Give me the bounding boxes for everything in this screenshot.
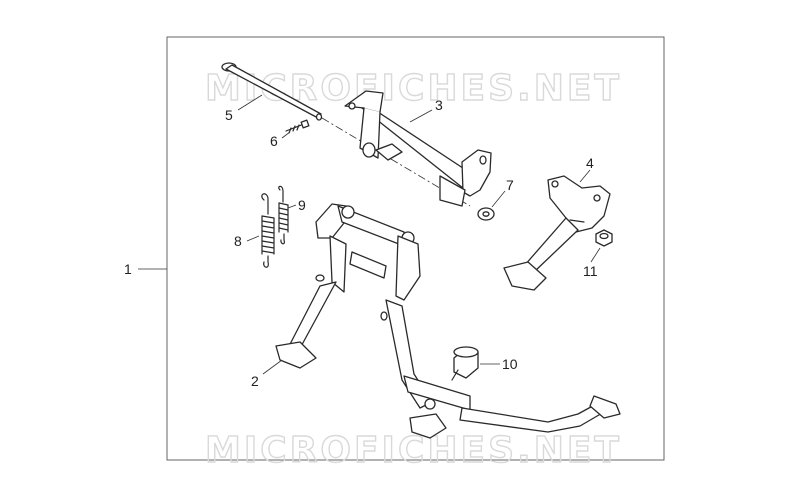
part-pivot-pin [221, 62, 323, 121]
callout-5: 5 [225, 107, 233, 123]
callout-11: 11 [583, 263, 598, 279]
part-mounting-bracket [344, 90, 492, 207]
callout-4: 4 [586, 155, 594, 171]
axis-line [321, 117, 471, 207]
callout-1: 1 [124, 261, 132, 277]
watermark-bottom: MICROFICHES.NET [205, 430, 622, 471]
part-spring-small [278, 185, 289, 245]
part-nut [595, 229, 613, 247]
callout-8: 8 [234, 233, 242, 249]
part-side-stand [503, 175, 611, 291]
callout-9: 9 [298, 197, 306, 213]
callout-3: 3 [435, 97, 443, 113]
part-center-stand [275, 203, 621, 439]
part-spring-large [261, 193, 275, 268]
callout-6: 6 [270, 133, 278, 149]
part-rubber-buffer [451, 346, 479, 381]
diagram-frame [166, 36, 665, 461]
callout-7: 7 [506, 177, 514, 193]
part-washer [477, 207, 495, 221]
leader-lines [138, 94, 601, 375]
callout-10: 10 [502, 356, 518, 372]
part-screw [285, 119, 310, 134]
callout-2: 2 [251, 373, 259, 389]
